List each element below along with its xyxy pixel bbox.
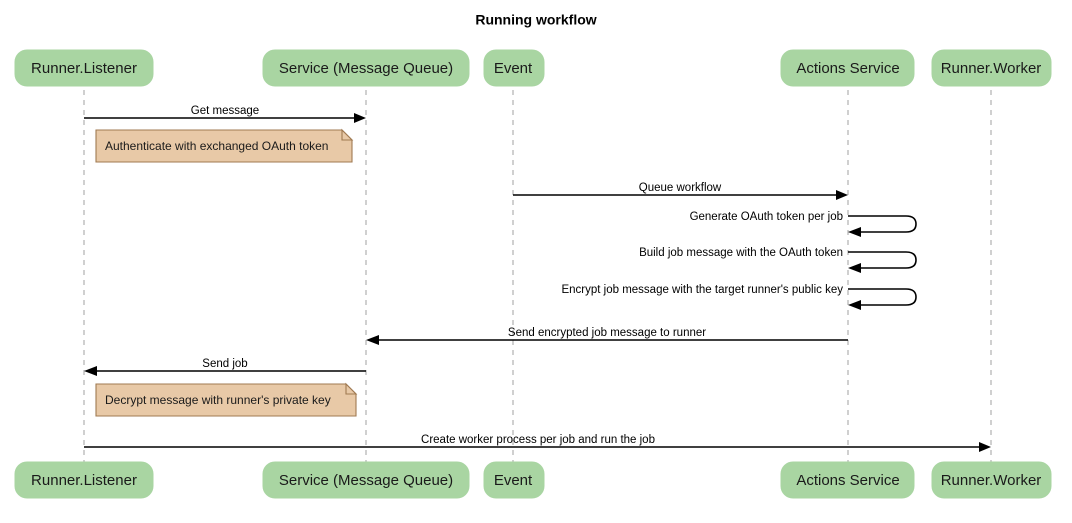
- actor-label: Runner.Listener: [31, 60, 137, 77]
- actor-box[interactable]: [780, 49, 915, 87]
- message-label: Build job message with the OAuth token: [639, 247, 843, 259]
- actor-label: Service (Message Queue): [279, 60, 453, 77]
- arrowhead-left-icon: [84, 366, 97, 376]
- message-generate-oauth-token-per-job[interactable]: Generate OAuth token per job: [690, 211, 917, 237]
- message-label: Encrypt job message with the target runn…: [561, 284, 843, 296]
- message-encrypt-job-message-with-the-target-runners-public-key[interactable]: Encrypt job message with the target runn…: [561, 284, 917, 310]
- message-send-job[interactable]: Send job: [84, 358, 366, 376]
- note-shape: [95, 383, 357, 417]
- message-label: Queue workflow: [639, 182, 722, 194]
- lifelines: [83, 90, 992, 462]
- page-title: Running workflow: [475, 12, 596, 28]
- actor-event-top[interactable]: Event: [483, 49, 545, 87]
- actor-actions-service-top[interactable]: Actions Service: [780, 49, 915, 87]
- message-self-loop[interactable]: [848, 251, 917, 269]
- actor-box[interactable]: [780, 461, 915, 499]
- actor-box[interactable]: [483, 49, 545, 87]
- message-label: Create worker process per job and run th…: [421, 434, 655, 446]
- note-text: Authenticate with exchanged OAuth token: [105, 139, 328, 153]
- actor-label: Runner.Worker: [941, 60, 1042, 77]
- message-label: Send encrypted job message to runner: [508, 327, 706, 339]
- message-self-loop[interactable]: [848, 288, 917, 306]
- actor-service-message-queue-top[interactable]: Service (Message Queue): [262, 49, 470, 87]
- actor-label: Actions Service: [796, 472, 899, 489]
- actors-top: Runner.Listener Service (Message Queue) …: [14, 49, 1052, 87]
- arrowhead-left-icon: [848, 263, 861, 273]
- actor-label: Event: [494, 60, 533, 77]
- message-get-message[interactable]: Get message: [84, 105, 366, 123]
- message-self-loop[interactable]: [848, 215, 917, 233]
- actor-label: Event: [494, 472, 533, 489]
- arrowhead-right-icon: [836, 190, 848, 200]
- actor-box[interactable]: [931, 461, 1052, 499]
- actor-box[interactable]: [14, 49, 154, 87]
- actor-actions-service-bottom[interactable]: Actions Service: [780, 461, 915, 499]
- actor-label: Runner.Worker: [941, 472, 1042, 489]
- actor-label: Service (Message Queue): [279, 472, 453, 489]
- note-authenticate: Authenticate with exchanged OAuth token: [95, 128, 354, 163]
- actor-runner-listener-top[interactable]: Runner.Listener: [14, 49, 154, 87]
- actor-box[interactable]: [14, 461, 154, 499]
- arrowhead-left-icon: [366, 335, 379, 345]
- arrowhead-right-icon: [354, 113, 366, 123]
- arrowhead-left-icon: [848, 300, 861, 310]
- message-build-job-message-with-the-oauth-token[interactable]: Build job message with the OAuth token: [639, 247, 917, 273]
- actor-box[interactable]: [262, 49, 470, 87]
- actor-label: Actions Service: [796, 60, 899, 77]
- actor-box[interactable]: [483, 461, 545, 499]
- arrowhead-right-icon: [979, 442, 991, 452]
- note-shape: [95, 129, 353, 163]
- actor-runner-worker-top[interactable]: Runner.Worker: [931, 49, 1052, 87]
- message-create-worker-process-per-job-and-run-the-job[interactable]: Create worker process per job and run th…: [84, 434, 991, 452]
- message-label: Generate OAuth token per job: [690, 211, 843, 223]
- actor-runner-worker-bottom[interactable]: Runner.Worker: [931, 461, 1052, 499]
- note-decrypt: Decrypt message with runner's private ke…: [95, 382, 358, 417]
- actor-service-message-queue-bottom[interactable]: Service (Message Queue): [262, 461, 470, 499]
- message-queue-workflow[interactable]: Queue workflow: [513, 182, 848, 200]
- note-text: Decrypt message with runner's private ke…: [105, 393, 331, 407]
- actor-box[interactable]: [262, 461, 470, 499]
- actor-runner-listener-bottom[interactable]: Runner.Listener: [14, 461, 154, 499]
- note-fold-icon: [345, 382, 358, 395]
- arrowhead-left-icon: [848, 227, 861, 237]
- message-send-encrypted-job-message-to-runner[interactable]: Send encrypted job message to runner: [366, 327, 848, 345]
- note-fold-icon: [341, 128, 354, 141]
- actor-label: Runner.Listener: [31, 472, 137, 489]
- actors-bottom: Runner.Listener Service (Message Queue) …: [14, 461, 1052, 499]
- actor-event-bottom[interactable]: Event: [483, 461, 545, 499]
- actor-box[interactable]: [931, 49, 1052, 87]
- message-label: Get message: [191, 105, 259, 117]
- message-label: Send job: [202, 358, 247, 370]
